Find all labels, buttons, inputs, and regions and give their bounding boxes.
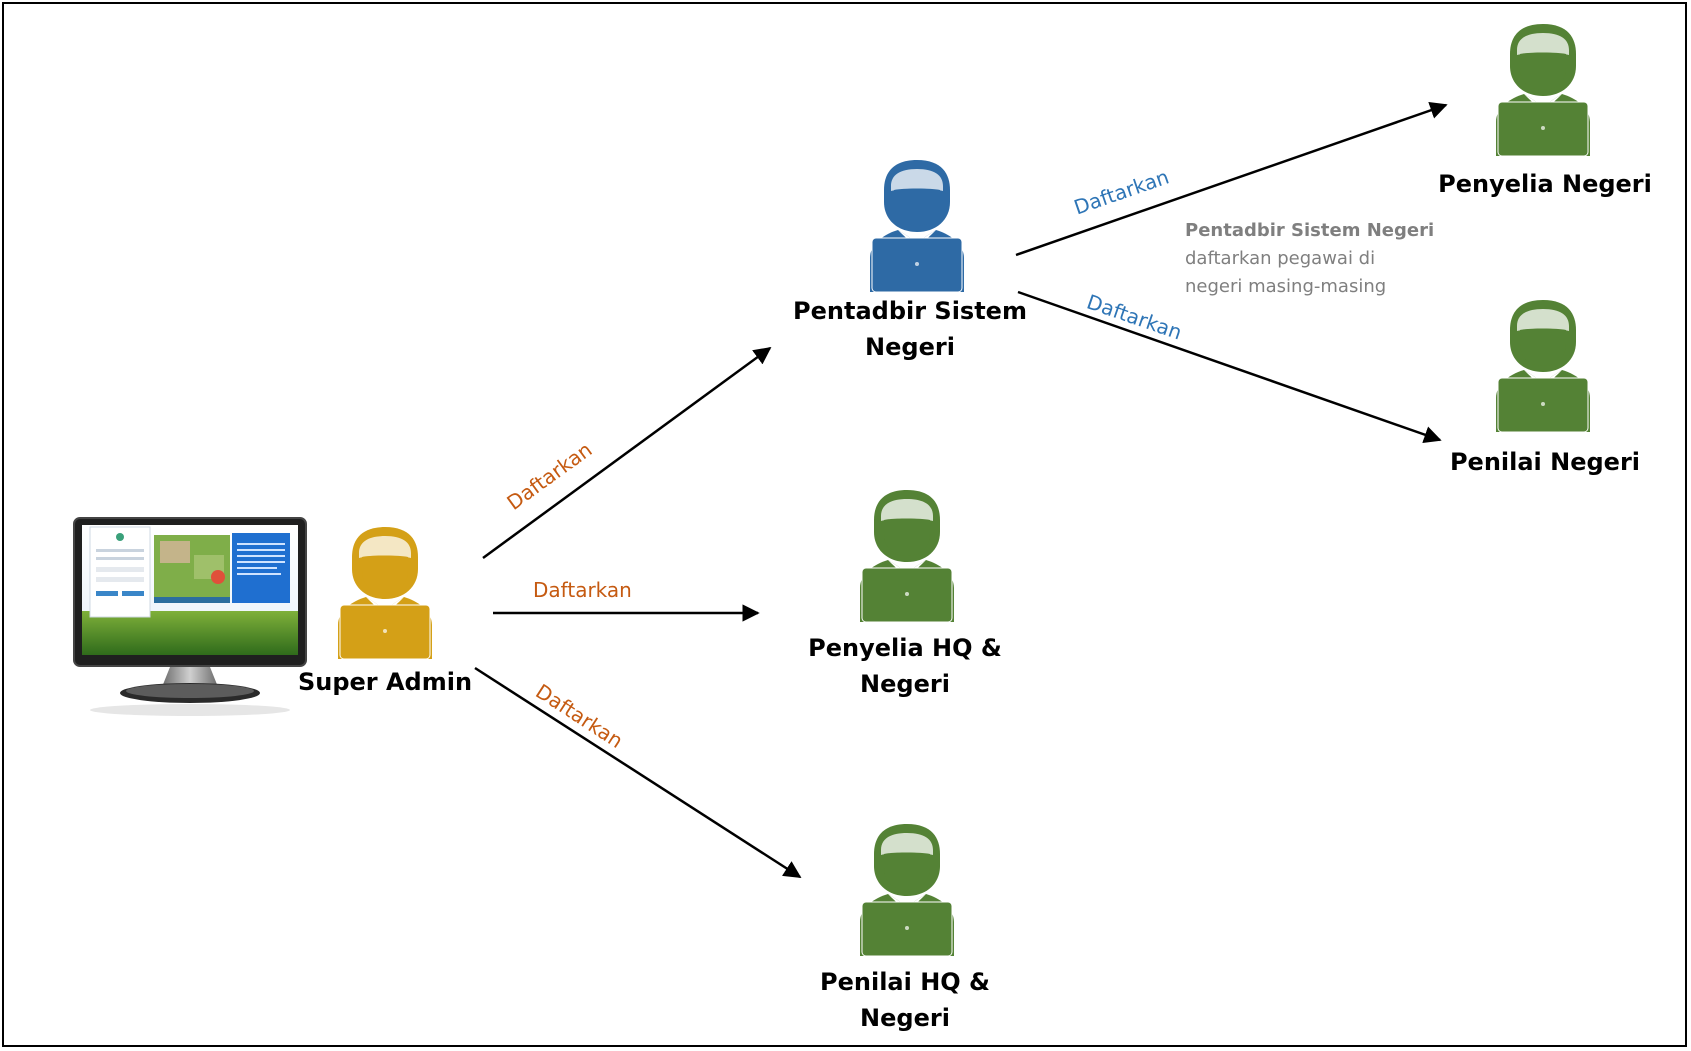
monitor-icon <box>73 517 307 716</box>
person-shape <box>1496 24 1590 157</box>
pentadbir-note: Pentadbir Sistem Negeri daftarkan pegawa… <box>1185 217 1445 301</box>
pentadbir-label-line1: Pentadbir Sistem <box>793 297 1027 325</box>
super-admin-icon <box>338 527 432 660</box>
penyelia-hq-icon <box>860 490 954 623</box>
note-title: Pentadbir Sistem Negeri <box>1185 220 1435 241</box>
penilai-hq-label: Penilai HQ & Negeri <box>790 964 1020 1036</box>
penilai-negeri-label: Penilai Negeri <box>1449 448 1641 476</box>
penyelia-negeri-label: Penyelia Negeri <box>1438 170 1652 198</box>
penyelia-hq-label-line1: Penyelia HQ & <box>808 634 1002 662</box>
penilai-negeri-icon <box>1496 300 1590 433</box>
pentadbir-label: Pentadbir Sistem Negeri <box>775 293 1045 365</box>
arrow-to-penilai-hq <box>474 666 802 879</box>
penyelia-negeri-icon <box>1496 24 1590 157</box>
person-shape <box>870 160 964 293</box>
note-line1: daftarkan pegawai di <box>1185 248 1376 269</box>
person-shape <box>338 527 432 660</box>
person-shape <box>860 824 954 957</box>
arrow-to-penyelia-negeri <box>1015 101 1448 257</box>
note-line2: negeri masing-masing <box>1185 276 1387 297</box>
penilai-hq-label-line1: Penilai HQ & <box>820 968 990 996</box>
penyelia-hq-label-line2: Negeri <box>860 670 950 698</box>
penilai-hq-icon <box>860 824 954 957</box>
pentadbir-label-line2: Negeri <box>865 333 955 361</box>
pentadbir-icon <box>870 160 964 293</box>
edge-label-to-penyelia-hq: Daftarkan <box>533 578 632 602</box>
arrow-to-pentadbir <box>482 346 772 560</box>
person-shape <box>860 490 954 623</box>
penyelia-hq-label: Penyelia HQ & Negeri <box>790 630 1020 702</box>
person-shape <box>1496 300 1590 433</box>
super-admin-label: Super Admin <box>297 668 473 696</box>
penilai-hq-label-line2: Negeri <box>860 1004 950 1032</box>
arrow-to-penilai-negeri <box>1017 290 1442 444</box>
